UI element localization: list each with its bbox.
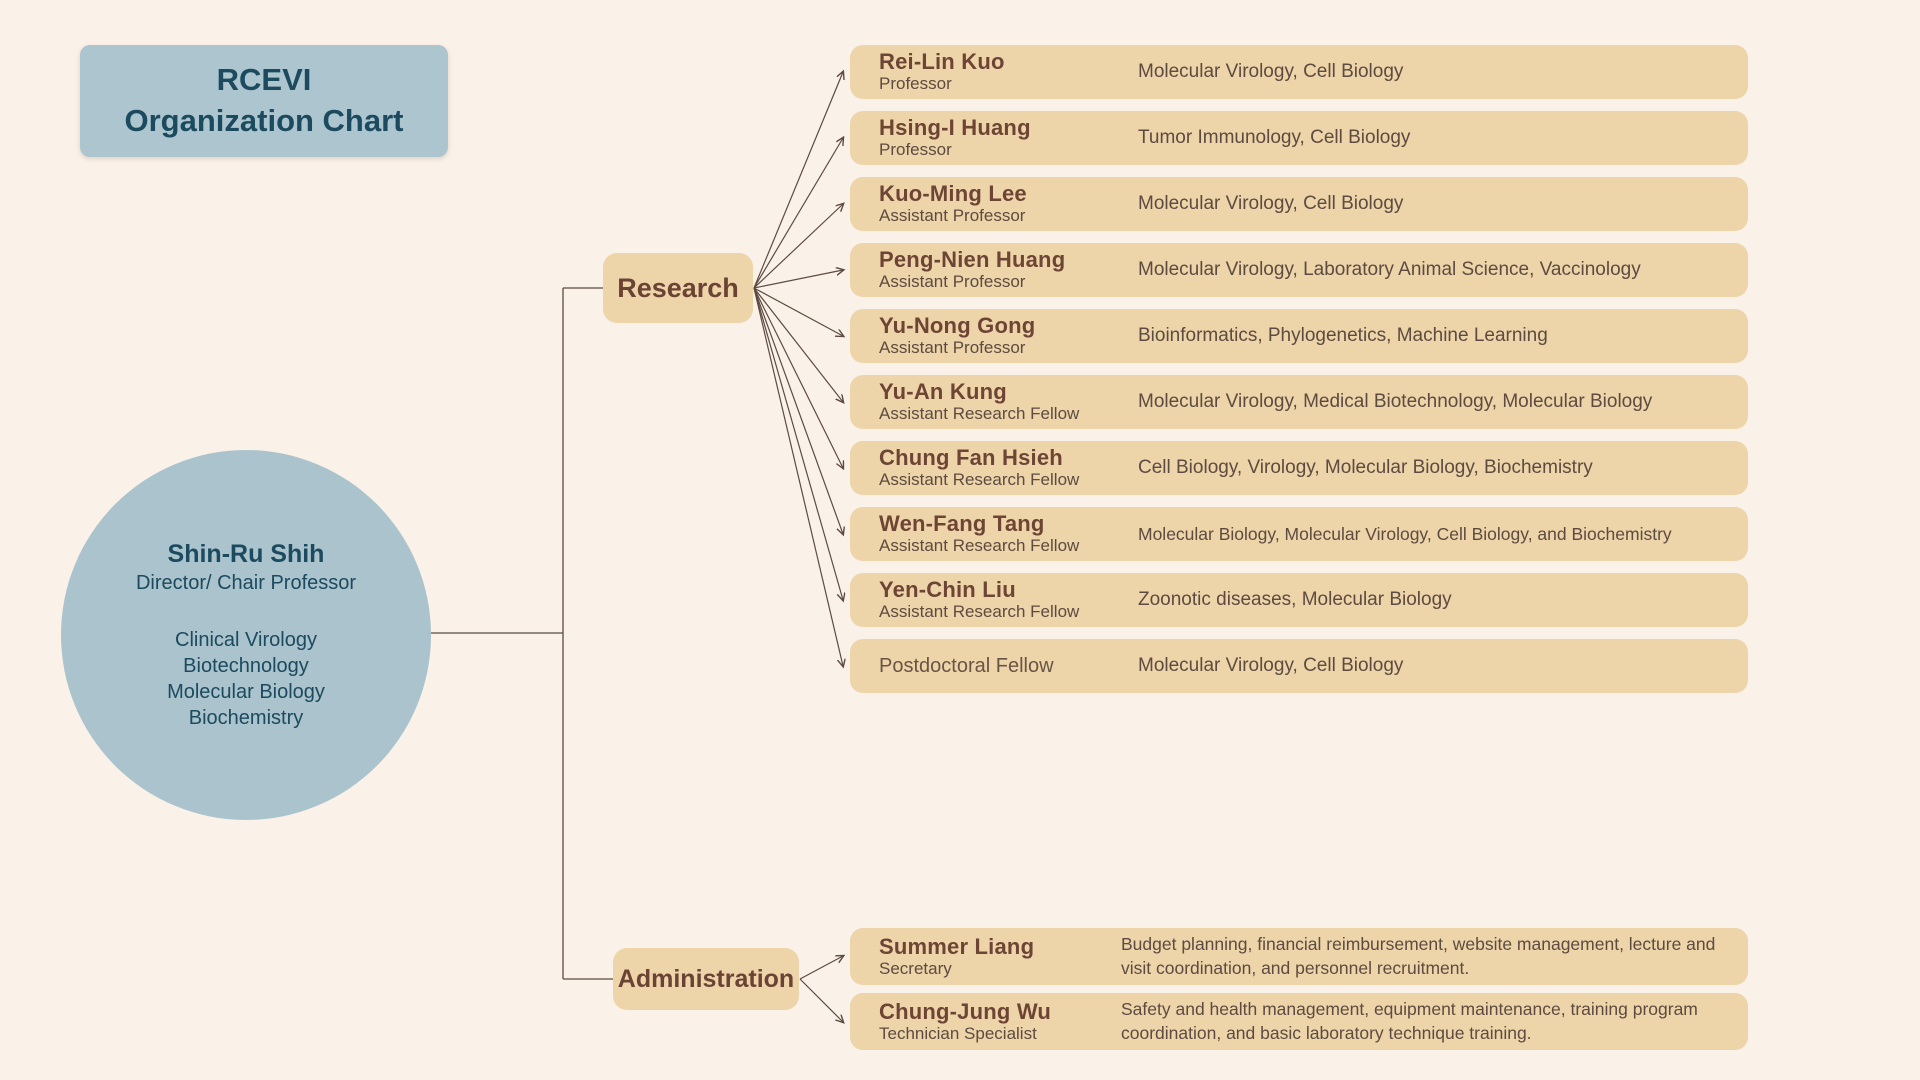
member-row: Yu-An Kung Assistant Research Fellow Mol… [850,375,1748,429]
member-title: Professor [879,140,952,160]
member-row: Kuo-Ming Lee Assistant Professor Molecul… [850,177,1748,231]
member-identity: Peng-Nien Huang Assistant Professor [879,247,1138,293]
member-title: Secretary [879,958,952,978]
member-title: Assistant Professor [879,338,1026,358]
member-specialty: Zoonotic diseases, Molecular Biology [1138,589,1452,610]
member-specialty: Cell Biology, Virology, Molecular Biolog… [1138,457,1593,478]
member-specialty: Molecular Virology, Medical Biotechnolog… [1138,391,1653,412]
member-name: Kuo-Ming Lee [879,181,1027,207]
member-name: Yu-An Kung [879,379,1007,405]
member-identity: Postdoctoral Fellow [879,654,1138,678]
member-row: Yu-Nong Gong Assistant Professor Bioinfo… [850,309,1748,363]
org-chart-title-line2: Organization Chart [124,103,404,138]
member-name: Summer Liang [879,933,1035,959]
research-member-list: Rei-Lin Kuo Professor Molecular Virology… [850,45,1748,693]
member-specialty: Molecular Virology, Laboratory Animal Sc… [1138,259,1641,280]
member-title: Assistant Professor [879,272,1026,292]
org-chart-title: RCEVI Organization Chart [80,45,448,157]
member-identity: Yu-An Kung Assistant Research Fellow [879,379,1138,425]
research-branch-node: Research [603,253,753,323]
member-name: Chung-Jung Wu [879,998,1052,1024]
director-specialty: Biochemistry [188,706,304,729]
member-name: Yu-Nong Gong [879,313,1036,339]
member-identity: Chung-Jung Wu Technician Specialist [879,999,1121,1045]
member-specialty: Safety and health management, equipment … [1121,999,1698,1043]
member-name: Yen-Chin Liu [879,577,1016,603]
member-identity: Yu-Nong Gong Assistant Professor [879,313,1138,359]
member-row: Yen-Chin Liu Assistant Research Fellow Z… [850,573,1748,627]
member-name: Rei-Lin Kuo [879,49,1005,75]
member-specialty: Tumor Immunology, Cell Biology [1138,127,1411,148]
member-name: Wen-Fang Tang [879,511,1045,537]
administration-branch-node: Administration [613,948,799,1010]
member-identity: Hsing-I Huang Professor [879,115,1138,161]
director-node: Shin-Ru Shih Director/ Chair Professor C… [61,450,431,820]
member-title: Assistant Professor [879,206,1026,226]
member-specialty: Molecular Biology, Molecular Virology, C… [1138,523,1672,544]
member-identity: Summer Liang Secretary [879,934,1121,980]
member-identity: Yen-Chin Liu Assistant Research Fellow [879,577,1138,623]
member-row: Rei-Lin Kuo Professor Molecular Virology… [850,45,1748,99]
director-specialty: Clinical Virology [175,628,317,651]
member-row: Chung Fan Hsieh Assistant Research Fello… [850,441,1748,495]
member-title: Professor [879,74,952,94]
org-chart-title-line1: RCEVI [216,62,312,98]
member-identity: Chung Fan Hsieh Assistant Research Fello… [879,445,1138,491]
member-specialty: Budget planning, financial reimbursement… [1121,934,1716,978]
member-identity: Rei-Lin Kuo Professor [879,49,1138,95]
member-title: Postdoctoral Fellow [879,655,1054,677]
member-specialty: Molecular Virology, Cell Biology [1138,655,1404,676]
director-specialty: Molecular Biology [167,680,325,703]
director-name: Shin-Ru Shih [167,539,325,568]
member-specialty: Molecular Virology, Cell Biology [1138,61,1404,82]
member-title: Assistant Research Fellow [879,470,1080,490]
member-title: Assistant Research Fellow [879,536,1080,556]
director-role: Director/ Chair Professor [135,571,357,594]
administration-member-list: Summer Liang Secretary Budget planning, … [850,928,1748,1050]
member-row: Postdoctoral Fellow Molecular Virology, … [850,639,1748,693]
member-row: Chung-Jung Wu Technician Specialist Safe… [850,993,1748,1050]
member-name: Peng-Nien Huang [879,247,1066,273]
member-specialty: Bioinformatics, Phylogenetics, Machine L… [1138,325,1548,346]
member-identity: Kuo-Ming Lee Assistant Professor [879,181,1138,227]
member-row: Summer Liang Secretary Budget planning, … [850,928,1748,985]
member-name: Chung Fan Hsieh [879,445,1063,471]
member-name: Hsing-I Huang [879,115,1031,141]
research-branch-label: Research [617,272,739,303]
member-row: Wen-Fang Tang Assistant Research Fellow … [850,507,1748,561]
director-specialty: Biotechnology [183,654,309,677]
member-title: Assistant Research Fellow [879,602,1080,622]
member-row: Hsing-I Huang Professor Tumor Immunology… [850,111,1748,165]
member-title: Technician Specialist [879,1023,1037,1043]
member-identity: Wen-Fang Tang Assistant Research Fellow [879,511,1138,557]
member-specialty: Molecular Virology, Cell Biology [1138,193,1404,214]
member-row: Peng-Nien Huang Assistant Professor Mole… [850,243,1748,297]
member-title: Assistant Research Fellow [879,404,1080,424]
administration-branch-label: Administration [617,964,795,993]
